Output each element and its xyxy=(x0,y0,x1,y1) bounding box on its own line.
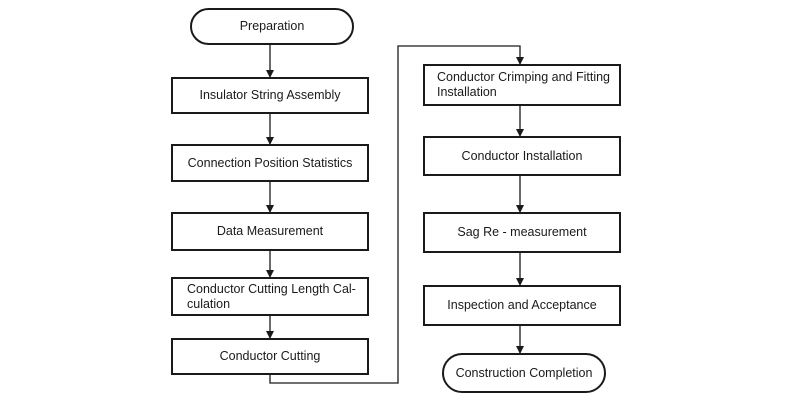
node-label-line-1: Conductor Cutting Length Cal- xyxy=(187,281,356,296)
node-label-line-1: Conductor Crimping and Fitting xyxy=(437,70,610,84)
node-label: Conductor Installation xyxy=(461,148,583,163)
edge-cutting-to-crimping xyxy=(269,45,524,384)
node-sag-remeasurement: Sag Re - measurement xyxy=(423,212,621,253)
node-label: Conductor Cutting xyxy=(219,349,321,363)
node-data-measurement: Data Measurement xyxy=(171,212,369,251)
node-insulator-string-assembly: Insulator String Assembly xyxy=(171,77,369,114)
node-connection-position-statistics: Connection Position Statistics xyxy=(171,144,369,182)
node-construction-completion: Construction Completion xyxy=(442,353,606,393)
node-conductor-installation: Conductor Installation xyxy=(423,136,621,176)
node-label: Connection Position Statistics xyxy=(187,155,353,170)
node-label: Insulator String Assembly xyxy=(199,88,341,102)
node-label: Construction Completion xyxy=(455,365,593,380)
node-label-line-2: culation xyxy=(187,296,231,311)
node-label: Sag Re - measurement xyxy=(457,225,587,239)
node-cutting-length-calculation: Conductor Cutting Length Cal- culation xyxy=(171,277,369,316)
node-inspection-and-acceptance: Inspection and Acceptance xyxy=(423,285,621,326)
node-preparation: Preparation xyxy=(190,8,354,45)
node-label-line-2: Installation xyxy=(437,85,497,99)
node-label: Inspection and Acceptance xyxy=(447,298,597,312)
node-label: Preparation xyxy=(239,19,305,33)
node-label: Data Measurement xyxy=(216,224,324,238)
node-conductor-cutting: Conductor Cutting xyxy=(171,338,369,375)
node-crimping-fitting-installation: Conductor Crimping and Fitting Installat… xyxy=(423,64,621,106)
